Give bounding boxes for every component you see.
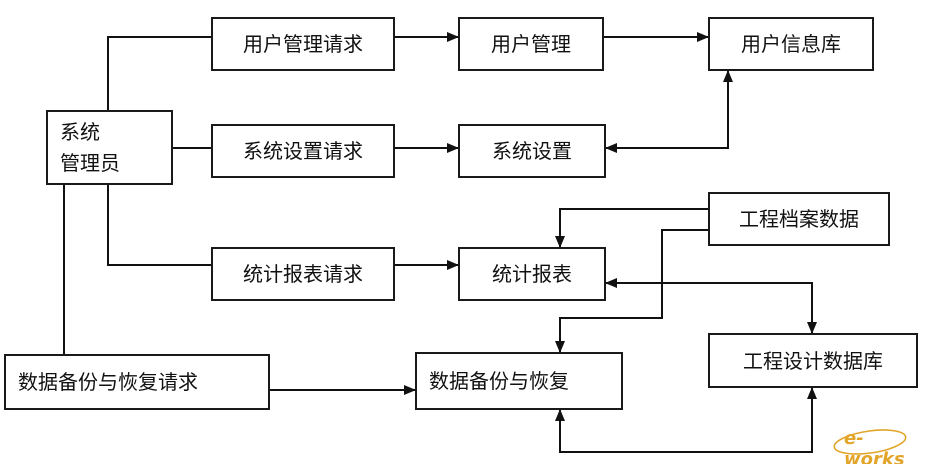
- statistics-report-node: 统计报表: [458, 247, 606, 301]
- user-info-database-node: 用户信息库: [708, 17, 874, 71]
- system-settings-label: 系统设置: [492, 139, 572, 163]
- engineering-design-database-node: 工程设计数据库: [708, 333, 918, 388]
- edge-backup-to-eng-design-db: [555, 387, 817, 453]
- system-administrator-node: 系统 管理员: [46, 110, 173, 185]
- engineering-design-database-label: 工程设计数据库: [743, 348, 883, 373]
- edge-stats-report-to-eng-design-db: [605, 278, 817, 334]
- e-works-watermark: e-works: [832, 426, 922, 464]
- data-backup-restore-node: 数据备份与恢复: [415, 352, 623, 410]
- user-management-node: 用户管理: [458, 17, 604, 71]
- user-management-request-label: 用户管理请求: [243, 32, 363, 56]
- data-backup-restore-label: 数据备份与恢复: [429, 369, 569, 393]
- edge-eng-archive-to-backup: [555, 229, 708, 353]
- user-info-database-label: 用户信息库: [741, 32, 841, 56]
- system-settings-request-label: 系统设置请求: [243, 139, 363, 163]
- edge-admin-to-stats-report-request: [107, 185, 211, 266]
- system-administrator-label-line1: 系统: [60, 119, 100, 144]
- engineering-archive-data-node: 工程档案数据: [708, 192, 890, 246]
- statistics-report-label: 统计报表: [492, 262, 572, 286]
- user-management-request-node: 用户管理请求: [211, 17, 395, 71]
- edge-eng-archive-to-stats-report: [555, 208, 708, 248]
- statistics-report-request-node: 统计报表请求: [211, 247, 395, 301]
- user-management-label: 用户管理: [491, 32, 571, 56]
- statistics-report-request-label: 统计报表请求: [243, 262, 363, 286]
- data-backup-restore-request-node: 数据备份与恢复请求: [4, 354, 270, 410]
- engineering-archive-data-label: 工程档案数据: [739, 207, 859, 231]
- watermark-text: e-works: [844, 428, 905, 464]
- system-settings-request-node: 系统设置请求: [211, 124, 395, 178]
- data-backup-restore-request-label: 数据备份与恢复请求: [18, 370, 198, 394]
- edge-sys-settings-to-user-info-db: [605, 70, 733, 153]
- system-administrator-label-line2: 管理员: [60, 150, 120, 175]
- edge-admin-to-user-mgmt-request: [107, 36, 211, 110]
- system-settings-node: 系统设置: [458, 124, 606, 178]
- e-works-logo-icon: [833, 429, 907, 455]
